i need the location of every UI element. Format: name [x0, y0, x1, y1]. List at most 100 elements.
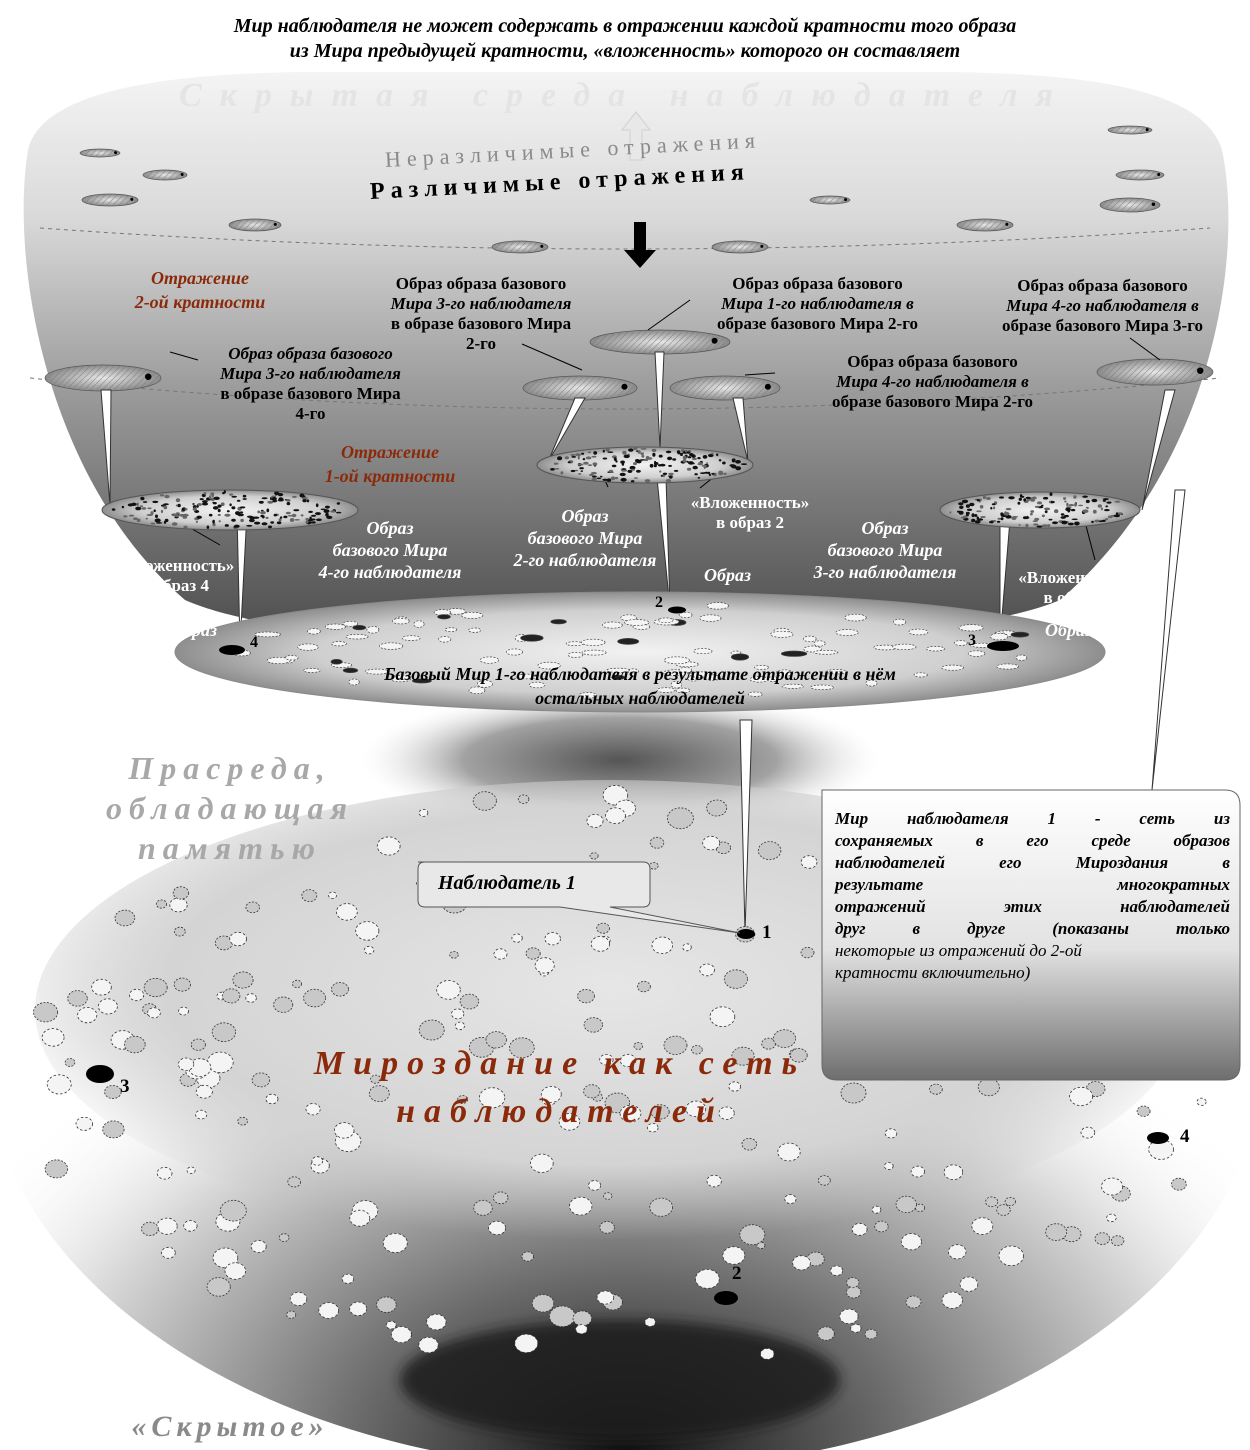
speckle [1063, 497, 1067, 500]
speckle [291, 513, 297, 518]
speckle [260, 511, 266, 515]
note-line: друг в друге (показаны только [835, 919, 1230, 938]
speckle [175, 512, 180, 515]
speckle [723, 472, 727, 475]
observer-node [667, 807, 694, 830]
observer-node [846, 1277, 860, 1288]
speckle [982, 495, 987, 500]
speckle [591, 471, 597, 475]
egg-texture [229, 219, 281, 231]
base-world-hole [324, 623, 347, 630]
speckle [305, 520, 309, 524]
observer-node [599, 1053, 614, 1066]
prasreda-label: Прасреда, обладающая памятью [85, 748, 375, 868]
observer-node [871, 1205, 882, 1214]
speckle [1036, 501, 1043, 505]
speckle [607, 451, 614, 454]
observer-node [156, 1166, 173, 1180]
speckle [1034, 505, 1040, 508]
speckle [711, 472, 715, 475]
speckle [550, 468, 555, 471]
observer-node [558, 1113, 581, 1131]
observer-node [633, 1042, 644, 1050]
speckle [640, 452, 644, 455]
speckle [574, 453, 582, 457]
observer-node [265, 1093, 279, 1105]
speckle [224, 513, 231, 517]
label-line: Мира 4-го наблюдателя в [836, 372, 1029, 391]
label-image-4-in-2: Образ образа базового Мира 4-го наблюдат… [800, 352, 1065, 412]
speckle [195, 521, 199, 523]
observer-node [493, 948, 508, 960]
speckle [249, 516, 255, 519]
observer-node [943, 1164, 964, 1180]
egg-eye [1196, 367, 1204, 374]
base-world-hole [438, 636, 452, 643]
observer-node [572, 1310, 593, 1327]
speckle [583, 461, 589, 465]
label-nested-4: «Вложенность» в образ 4 [100, 556, 250, 596]
speckle [1005, 515, 1012, 519]
speckle [979, 505, 984, 509]
speckle [619, 472, 626, 477]
speckle [294, 519, 300, 521]
speckle [631, 468, 635, 471]
egg-eye [1005, 222, 1009, 226]
observer-node [305, 1103, 321, 1116]
speckle [1065, 507, 1071, 512]
num-3: 3 [120, 1076, 130, 1097]
observer-node [114, 909, 136, 927]
label-nested-2: «Вложенность» в образ 2 [680, 493, 820, 533]
speckle [153, 509, 156, 512]
observer-node [531, 1294, 555, 1313]
base-world-hole [749, 676, 769, 683]
observer-node [985, 1196, 999, 1208]
speckle [1000, 517, 1004, 521]
speckle [669, 475, 673, 479]
observer-node [650, 1104, 670, 1120]
speckle [224, 524, 229, 527]
speckle [261, 522, 268, 526]
base-world-hole [780, 650, 808, 657]
speckle [201, 502, 209, 506]
speckle [155, 514, 158, 518]
label-line: в образ 2 [716, 513, 784, 532]
speckle [1097, 504, 1102, 508]
speckle [121, 505, 125, 509]
speckle [593, 451, 598, 455]
speckle [213, 496, 220, 500]
observer-node [221, 988, 241, 1004]
speckle [564, 456, 570, 460]
speckle [976, 510, 982, 513]
speckle [665, 450, 672, 454]
speckle [140, 496, 145, 501]
label-line: Образ образа базового [228, 344, 393, 363]
observer-node [418, 1336, 439, 1354]
speckle [997, 517, 1002, 520]
observer-node [846, 1285, 862, 1299]
speckle [1115, 512, 1119, 515]
speckle [325, 512, 329, 517]
observer-node [1110, 1235, 1125, 1247]
observer-node [363, 945, 375, 955]
speckle [1008, 496, 1015, 500]
base-world-hole [444, 627, 458, 633]
base-world-hole [342, 620, 359, 627]
speckle [136, 518, 141, 523]
speckle [1000, 512, 1004, 516]
speckle [623, 454, 630, 459]
base-world-hole [307, 628, 321, 635]
observer-node [905, 1295, 922, 1309]
observer-node [549, 1305, 576, 1328]
observer-node [245, 901, 260, 914]
egg-texture [1097, 359, 1213, 385]
egg-texture [712, 241, 768, 253]
speckle [589, 473, 594, 476]
base-world-hole [730, 653, 750, 661]
speckle [279, 516, 283, 519]
speckle [686, 451, 690, 454]
speckle [701, 464, 708, 467]
observer-node [291, 979, 302, 989]
speckle [702, 455, 708, 459]
